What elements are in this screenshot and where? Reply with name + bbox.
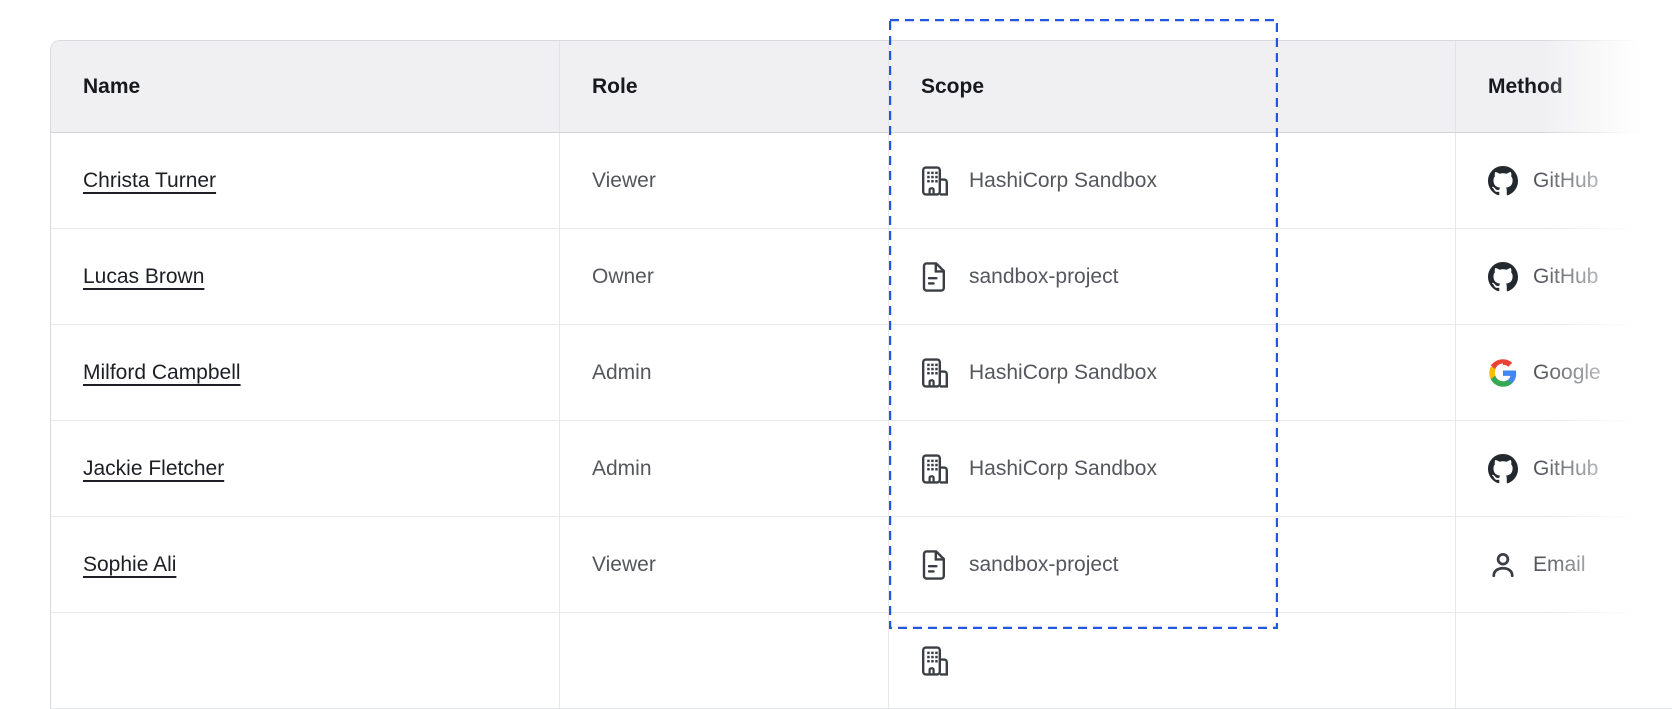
member-name-link[interactable]: Lucas Brown [83, 264, 205, 288]
column-header-label: Scope [921, 74, 985, 98]
page-root: { "colors": { "highlight_blue": "#2457e0… [50, 0, 1672, 709]
organization-icon [922, 357, 948, 388]
role-cell: Owner [560, 229, 889, 324]
scope-icon [921, 549, 949, 580]
column-header-label: Role [592, 74, 638, 98]
table-row: Milford Campbell Admin [51, 325, 1672, 421]
role-cell: Viewer [560, 133, 889, 228]
member-name-link[interactable]: Jackie Fletcher [83, 456, 225, 480]
method-cell: GitHub [1456, 133, 1672, 228]
role-cell: Viewer [560, 517, 889, 612]
method-icon [1488, 453, 1518, 484]
table-row: Christa Turner Viewer [51, 133, 1672, 229]
github-icon [1488, 261, 1518, 291]
scope-icon [921, 165, 949, 196]
column-header-role: Role [560, 41, 889, 132]
scope-value: HashiCorp Sandbox [969, 456, 1157, 480]
column-header-scope: Scope [889, 41, 1456, 132]
name-cell: Milford Campbell [51, 325, 560, 420]
column-header-label: Name [83, 74, 141, 98]
role-cell [560, 613, 889, 708]
project-icon [922, 261, 945, 292]
name-cell [51, 613, 560, 708]
column-header-label: Method [1488, 74, 1563, 98]
method-cell: GitHub [1456, 421, 1672, 516]
scope-cell: sandbox-project [889, 517, 1456, 612]
table-row: Sophie Ali Viewer [51, 517, 1672, 613]
scope-cell: HashiCorp Sandbox [889, 133, 1456, 228]
scope-cell: sandbox-project [889, 229, 1456, 324]
organization-icon [922, 645, 948, 676]
github-icon [1488, 453, 1518, 483]
scope-value: HashiCorp Sandbox [969, 168, 1157, 192]
name-cell: Jackie Fletcher [51, 421, 560, 516]
method-value: GitHub [1533, 168, 1599, 192]
method-icon [1488, 550, 1518, 580]
scope-icon [921, 645, 949, 676]
member-name-link[interactable]: Christa Turner [83, 168, 217, 192]
role-value: Admin [592, 360, 652, 384]
method-value: GitHub [1533, 456, 1599, 480]
person-icon [1492, 552, 1514, 577]
method-icon [1488, 358, 1518, 388]
scope-value: sandbox-project [969, 552, 1119, 576]
method-icon [1488, 165, 1518, 196]
role-cell: Admin [560, 421, 889, 516]
method-value: Google [1533, 360, 1601, 384]
role-value: Admin [592, 456, 652, 480]
organization-icon [922, 165, 948, 196]
method-value: Email [1533, 552, 1586, 576]
scope-icon [921, 357, 949, 388]
members-table: Name Role Scope Method Christa Turner Vi… [50, 40, 1672, 709]
member-name-link[interactable]: Sophie Ali [83, 552, 177, 576]
method-icon [1488, 261, 1518, 292]
organization-icon [922, 453, 948, 484]
name-cell: Sophie Ali [51, 517, 560, 612]
project-icon [922, 549, 945, 580]
method-icon [1488, 646, 1518, 676]
scope-value: sandbox-project [969, 264, 1119, 288]
method-cell: Google [1456, 325, 1672, 420]
column-header-method: Method [1456, 41, 1672, 132]
column-header-name: Name [51, 41, 560, 132]
scope-cell [889, 613, 1456, 708]
method-cell: Email [1456, 517, 1672, 612]
member-name-link[interactable]: Milford Campbell [83, 360, 241, 384]
role-cell: Admin [560, 325, 889, 420]
name-cell: Lucas Brown [51, 229, 560, 324]
scope-cell: HashiCorp Sandbox [889, 325, 1456, 420]
role-value: Viewer [592, 168, 656, 192]
google-icon [1489, 358, 1517, 387]
role-value: Owner [592, 264, 654, 288]
table-header-row: Name Role Scope Method [51, 41, 1672, 133]
table-body: Christa Turner Viewer [51, 133, 1672, 709]
role-value: Viewer [592, 552, 656, 576]
name-cell: Christa Turner [51, 133, 560, 228]
method-cell [1456, 613, 1672, 708]
method-cell: GitHub [1456, 229, 1672, 324]
scope-icon [921, 261, 949, 292]
scope-value: HashiCorp Sandbox [969, 360, 1157, 384]
scope-cell: HashiCorp Sandbox [889, 421, 1456, 516]
scope-icon [921, 453, 949, 484]
table-row: Jackie Fletcher Admin [51, 421, 1672, 517]
method-value: GitHub [1533, 264, 1599, 288]
table-row: Lucas Brown Owner [51, 229, 1672, 325]
table-row [51, 613, 1672, 709]
github-icon [1488, 165, 1518, 195]
